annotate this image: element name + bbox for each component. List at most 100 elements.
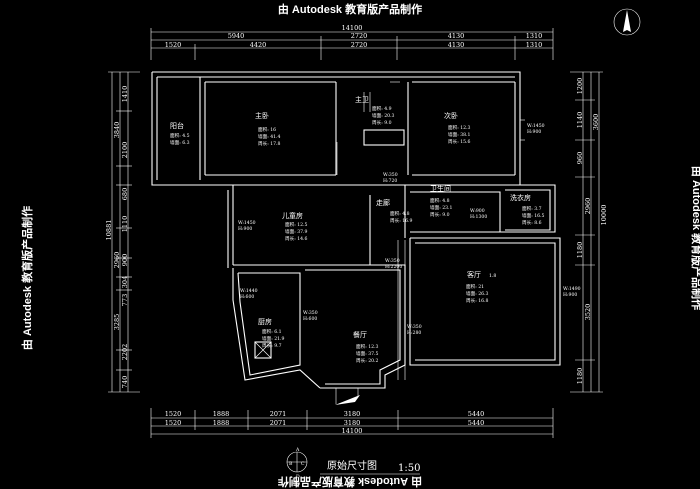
room-kids-room: 儿童房 面积: 12.5 墙面: 37.9 周长: 14.6 xyxy=(282,211,308,242)
room-wall: 墙面: 23.1 xyxy=(430,204,453,211)
room-laundry: 洗衣房 面积: 3.7 墙面: 16.5 周长: 8.6 xyxy=(510,193,545,226)
opening-width: W:350 xyxy=(303,310,318,316)
room-wall: 墙面: 6.3 xyxy=(170,139,190,146)
title-block: A B C D 原始尺寸图 1:50 xyxy=(286,447,420,480)
room-name: 儿童房 xyxy=(282,211,303,220)
room-perimeter: 周长: 17.8 xyxy=(258,140,281,147)
room-perimeter: 周长: 9.7 xyxy=(262,342,282,349)
room-wall: 墙面: 16.5 xyxy=(522,212,545,219)
opening-height: H:600 xyxy=(303,316,317,322)
room-area: 面积: 3.7 xyxy=(522,205,542,212)
room-area: 面积: 4.5 xyxy=(170,132,190,139)
room-perimeter: 周长: 16.9 xyxy=(390,217,413,224)
opening-height: H:2200 xyxy=(385,264,402,270)
room-area: 面积: 4.9 xyxy=(372,105,392,112)
dim-label: 5440 xyxy=(468,410,485,418)
section-letter: C xyxy=(301,461,305,467)
room-area: 面积: 21 xyxy=(466,283,484,290)
room-perimeter: 周长: 9.0 xyxy=(430,211,450,218)
room-area: 面积: 12.5 xyxy=(285,221,308,228)
room-master-bedroom: 主卧 面积: 16 墙面: 41.4 周长: 17.8 xyxy=(255,111,281,147)
dim-label: 10000 xyxy=(600,205,608,226)
dim-label: 3520 xyxy=(584,304,592,321)
left-dimensions: 10881 1410 3840 2100 680 2960 1110 900 3… xyxy=(105,71,140,393)
opening-height: H:600 xyxy=(240,294,254,300)
room-wall: 墙面: 20.3 xyxy=(372,112,395,119)
room-area: 面积: 4.8 xyxy=(390,210,410,217)
room-wall: 墙面: 38.1 xyxy=(448,131,471,138)
room-wall: 墙面: 37.9 xyxy=(285,228,308,235)
opening-height: H:280 xyxy=(407,330,421,336)
walls xyxy=(151,71,561,389)
opening-height: H:1300 xyxy=(470,214,487,220)
dim-label: 1110 xyxy=(121,216,129,233)
dim-label: 3285 xyxy=(113,314,121,331)
dim-label: 960 xyxy=(576,152,584,164)
room-name: 主卫 xyxy=(355,95,369,104)
room-name: 主卧 xyxy=(255,111,269,120)
dim-label: 3180 xyxy=(344,410,361,418)
dim-label: 1410 xyxy=(121,86,129,103)
room-wall: 墙面: 21.9 xyxy=(262,335,285,342)
entrance-arrow-icon xyxy=(335,388,360,405)
opening-width: W:350 xyxy=(407,324,422,330)
section-letter: D xyxy=(296,474,300,480)
room-area: 面积: 12.3 xyxy=(448,124,471,131)
dim-label: 1520 xyxy=(165,419,182,427)
dim-label: 1888 xyxy=(213,419,230,427)
room-living: 客厅 1.8 面积: 21 墙面: 26.3 周长: 16.8 xyxy=(466,270,496,304)
room-name: 洗衣房 xyxy=(510,193,531,202)
room-area: 面积: 6.1 xyxy=(262,328,282,335)
dim-label: 5440 xyxy=(468,419,485,427)
room-perimeter: 周长: 20.2 xyxy=(356,357,379,364)
bottom-dimensions: 1520 1888 2071 3180 5440 1520 1888 2071 … xyxy=(150,408,554,438)
room-balcony: 阳台 面积: 4.5 墙面: 6.3 xyxy=(170,121,190,146)
room-name: 阳台 xyxy=(170,121,184,130)
dim-label: 1310 xyxy=(526,41,543,49)
opening-height: H:720 xyxy=(383,178,397,184)
dim-label: 2100 xyxy=(121,142,129,159)
opening-labels: W:1450 H:900 W:1450 H:900 W:1440 H:600 W… xyxy=(238,123,581,336)
room-master-bath: 主卫 面积: 4.9 墙面: 20.3 周长: 9.0 xyxy=(355,95,395,126)
room-name: 卫生间 xyxy=(430,184,451,193)
room-name: 客厅 xyxy=(467,270,481,279)
room-perimeter: 周长: 16.8 xyxy=(466,297,489,304)
room-name: 走廊 xyxy=(376,198,390,207)
dim-label: 1200 xyxy=(576,78,584,95)
watermark-right: 由 Autodesk 教育版产品制作 xyxy=(690,166,700,311)
dim-total-bottom: 14100 xyxy=(342,427,363,435)
opening-height: H:900 xyxy=(527,129,541,135)
north-arrow-icon xyxy=(613,8,641,36)
dim-label: 1140 xyxy=(576,112,584,129)
room-perimeter: 周长: 9.0 xyxy=(372,119,392,126)
room-name: 餐厅 xyxy=(353,330,367,339)
room-wall: 墙面: 37.5 xyxy=(356,350,379,357)
openings-marks xyxy=(336,81,525,380)
dim-label: 4420 xyxy=(250,41,267,49)
room-perimeter: 周长: 8.6 xyxy=(522,219,542,226)
dim-label: 1180 xyxy=(576,368,584,385)
dim-label: 740 xyxy=(121,376,129,388)
dim-label: 2071 xyxy=(270,419,287,427)
opening-width: W:1450 xyxy=(527,123,545,129)
opening-width: W:1490 xyxy=(563,286,581,292)
room-name: 次卧 xyxy=(444,111,458,120)
room-corridor: 走廊 面积: 4.8 周长: 16.9 xyxy=(376,198,413,224)
dim-label: 1520 xyxy=(165,410,182,418)
dim-label: 4130 xyxy=(448,41,465,49)
dim-label: 3600 xyxy=(592,114,600,131)
room-perimeter: 周长: 15.6 xyxy=(448,138,471,145)
room-wall: 墙面: 26.3 xyxy=(466,290,489,297)
dim-total-top: 14100 xyxy=(342,24,363,32)
dim-label: 2960 xyxy=(584,198,592,215)
room-dining: 餐厅 面积: 12.3 墙面: 37.5 周长: 20.2 xyxy=(353,330,379,364)
opening-width: W:350 xyxy=(383,172,398,178)
drawing-title: 原始尺寸图 xyxy=(327,459,377,472)
room-area: 面积: 16 xyxy=(258,126,276,133)
watermark-left: 由 Autodesk 教育版产品制作 xyxy=(22,205,35,351)
room-name: 厨房 xyxy=(258,317,272,326)
dim-label: 4130 xyxy=(448,32,465,40)
dim-label: 2960 xyxy=(113,252,121,269)
